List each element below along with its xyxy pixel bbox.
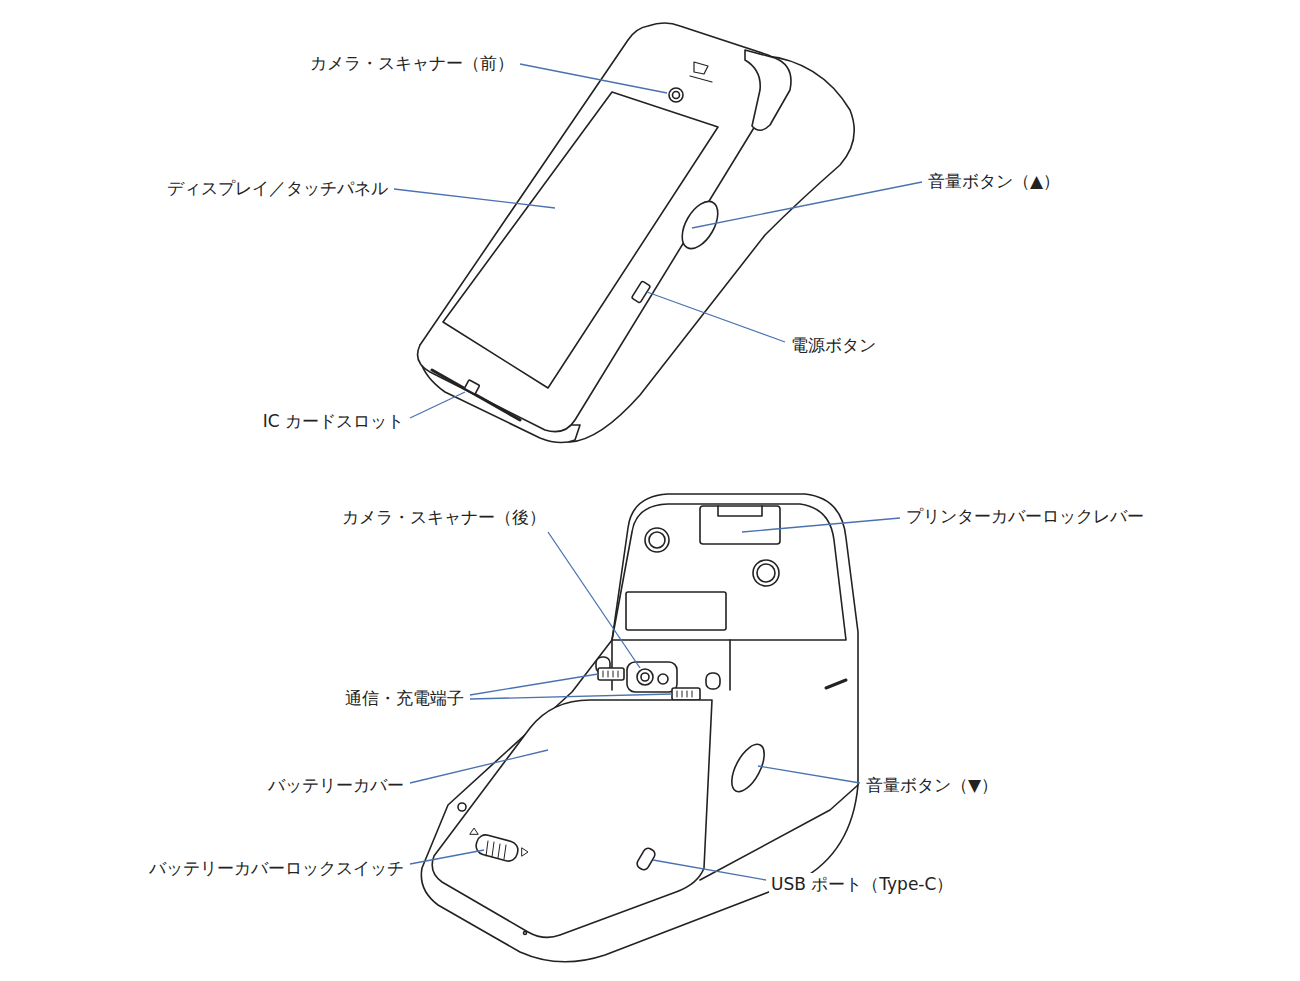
part-label: USB ポート（Type-C） (769, 873, 955, 895)
part-label: 通信・充電端子 (343, 687, 466, 709)
part-label: 音量ボタン（▼） (864, 774, 1000, 796)
part-label: カメラ・スキャナー（後） (340, 506, 548, 528)
part-label: バッテリーカバーロックスイッチ (147, 857, 406, 879)
part-label: プリンターカバーロックレバー (904, 505, 1146, 527)
part-label: IC カードスロット (261, 410, 406, 432)
leader-lines (394, 64, 922, 880)
part-label: 音量ボタン（▲） (926, 170, 1062, 192)
part-label: ディスプレイ／タッチパネル (165, 177, 390, 199)
part-label: カメラ・スキャナー（前） (308, 52, 516, 74)
part-label: バッテリーカバー (266, 774, 406, 796)
part-label: 電源ボタン (789, 334, 878, 356)
